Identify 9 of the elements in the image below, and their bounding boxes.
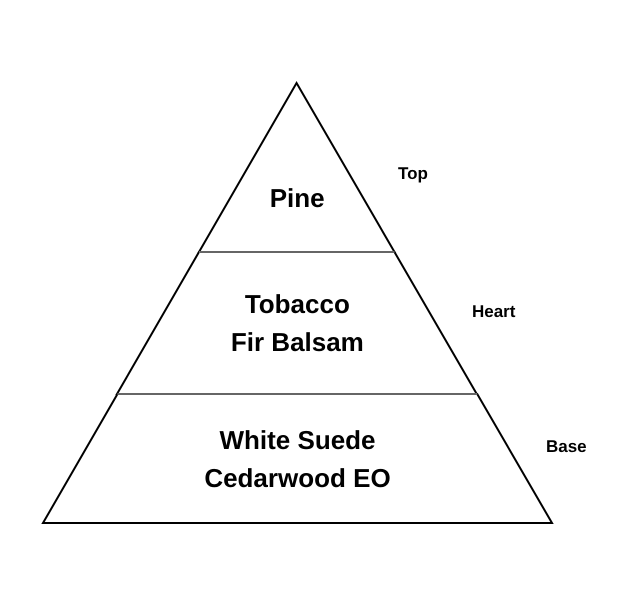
pyramid-tier: [199, 83, 395, 252]
note-text: Cedarwood EO: [204, 462, 391, 494]
note-text: Fir Balsam: [230, 326, 364, 359]
note-text: Pine: [270, 182, 325, 214]
note-text: White Suede: [219, 424, 376, 456]
tier-label: Heart: [472, 302, 516, 322]
note-text: Tobacco: [244, 288, 350, 321]
tier-label: Base: [546, 437, 587, 457]
tier-label: Top: [398, 164, 428, 184]
